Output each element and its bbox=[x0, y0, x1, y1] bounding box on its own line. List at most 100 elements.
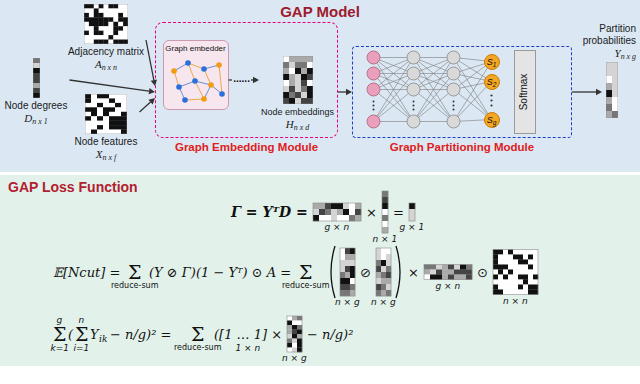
matrix-cell bbox=[103, 94, 109, 99]
arrow-head bbox=[149, 88, 155, 94]
matrix-cell bbox=[606, 62, 612, 69]
ellipsis-dot bbox=[373, 109, 375, 111]
matrix-picture bbox=[409, 203, 415, 221]
equation-term: Y bbox=[90, 327, 99, 342]
matrix-cell bbox=[340, 248, 345, 254]
matrix-cell bbox=[612, 111, 618, 118]
ellipsis-dot bbox=[413, 109, 415, 111]
matrix-cell bbox=[109, 94, 115, 99]
matrix-cell bbox=[381, 260, 386, 266]
matrix-cell bbox=[350, 272, 355, 278]
matrix-cell bbox=[528, 260, 533, 265]
matrix-cell bbox=[97, 98, 103, 103]
matrix-cell bbox=[283, 80, 289, 86]
matrix-cell bbox=[121, 130, 127, 134]
subscript: g bbox=[493, 118, 497, 125]
matrix-cell bbox=[295, 74, 301, 80]
matrix-cell bbox=[91, 94, 97, 99]
matrix-cell bbox=[381, 266, 386, 272]
matrix-frame bbox=[382, 191, 388, 233]
big-parenthesis bbox=[331, 246, 335, 298]
network-link bbox=[374, 74, 414, 122]
matrix-cell bbox=[343, 209, 349, 215]
subscript: n x 1 bbox=[32, 117, 47, 126]
matrix-cell bbox=[508, 260, 513, 265]
matrix-cell bbox=[109, 112, 115, 117]
matrix-frame bbox=[606, 62, 618, 118]
matrix-cell bbox=[94, 4, 99, 9]
neuron-label: S1 bbox=[485, 55, 499, 69]
matrix-frame bbox=[84, 4, 128, 44]
matrix-cell bbox=[493, 275, 498, 280]
matrix-cell bbox=[289, 92, 295, 98]
network-link bbox=[374, 74, 414, 122]
matrix-cell bbox=[513, 280, 518, 285]
matrix-cell bbox=[503, 265, 508, 270]
matrix-cell bbox=[103, 107, 109, 112]
matrix-cell bbox=[123, 17, 128, 22]
matrix-cell bbox=[382, 227, 388, 233]
matrix-picture bbox=[313, 203, 361, 221]
matrix-cell bbox=[297, 316, 302, 321]
matrix-cell bbox=[89, 22, 94, 27]
matrix-cell bbox=[466, 265, 472, 270]
matrix-cell bbox=[508, 250, 513, 255]
matrix-cell bbox=[118, 26, 123, 31]
matrix-cell bbox=[118, 22, 123, 27]
equation-term: ([1 … 1] × bbox=[214, 327, 282, 342]
matrix-cell bbox=[292, 343, 297, 348]
matrix-cell bbox=[289, 68, 295, 74]
matrix-cell bbox=[123, 4, 128, 9]
matrix-cell bbox=[97, 121, 103, 126]
matrix-cell bbox=[33, 73, 40, 78]
matrix-cell bbox=[89, 31, 94, 36]
matrix-cell bbox=[292, 316, 297, 321]
matrix-cell bbox=[85, 116, 91, 121]
matrix-cell bbox=[295, 86, 301, 92]
box-label: Graph embedder bbox=[164, 44, 228, 54]
neuron bbox=[447, 51, 460, 64]
sum-symbol: Σ bbox=[53, 323, 66, 345]
sum-symbol: Σ bbox=[299, 261, 312, 283]
graph-edge bbox=[185, 99, 204, 100]
matrix-cell bbox=[350, 284, 355, 290]
matrix-cell bbox=[454, 270, 460, 275]
dimension-label: k=1 bbox=[51, 343, 69, 353]
matrix-cell bbox=[345, 284, 350, 290]
matrix-cell bbox=[297, 321, 302, 326]
matrix-cell bbox=[84, 31, 89, 36]
ellipsis-dot bbox=[490, 99, 492, 101]
neuron bbox=[367, 115, 380, 128]
operator: × bbox=[408, 265, 419, 280]
neuron bbox=[367, 67, 380, 80]
big-parenthesis bbox=[396, 246, 400, 298]
matrix-cell bbox=[301, 92, 307, 98]
neuron bbox=[367, 83, 380, 96]
matrix-cell bbox=[355, 203, 361, 209]
matrix-picture bbox=[33, 58, 40, 98]
matrix-cell bbox=[436, 270, 442, 275]
equation-term: Γ = YᵀD = bbox=[231, 204, 308, 220]
matrix-cell bbox=[99, 31, 104, 36]
matrix-cell bbox=[503, 260, 508, 265]
matrix-cell bbox=[104, 4, 109, 9]
graph-edge bbox=[188, 63, 195, 81]
matrix-cell bbox=[612, 104, 618, 111]
matrix-cell bbox=[503, 270, 508, 275]
matrix-picture bbox=[85, 94, 127, 134]
matrix-cell bbox=[518, 260, 523, 265]
matrix-cell bbox=[381, 278, 386, 284]
matrix-cell bbox=[355, 215, 361, 221]
matrix-cell bbox=[376, 248, 381, 254]
matrix-cell bbox=[91, 107, 97, 112]
graph-vertex bbox=[185, 60, 191, 66]
matrix-cell bbox=[91, 130, 97, 134]
matrix-cell bbox=[295, 80, 301, 86]
matrix-cell bbox=[109, 125, 115, 130]
matrix-cell bbox=[528, 275, 533, 280]
module-heading: Graph Partitioning Module bbox=[333, 140, 591, 154]
neuron bbox=[447, 83, 460, 96]
matrix-cell bbox=[292, 334, 297, 339]
matrix-cell bbox=[533, 255, 538, 260]
matrix-cell bbox=[349, 203, 355, 209]
